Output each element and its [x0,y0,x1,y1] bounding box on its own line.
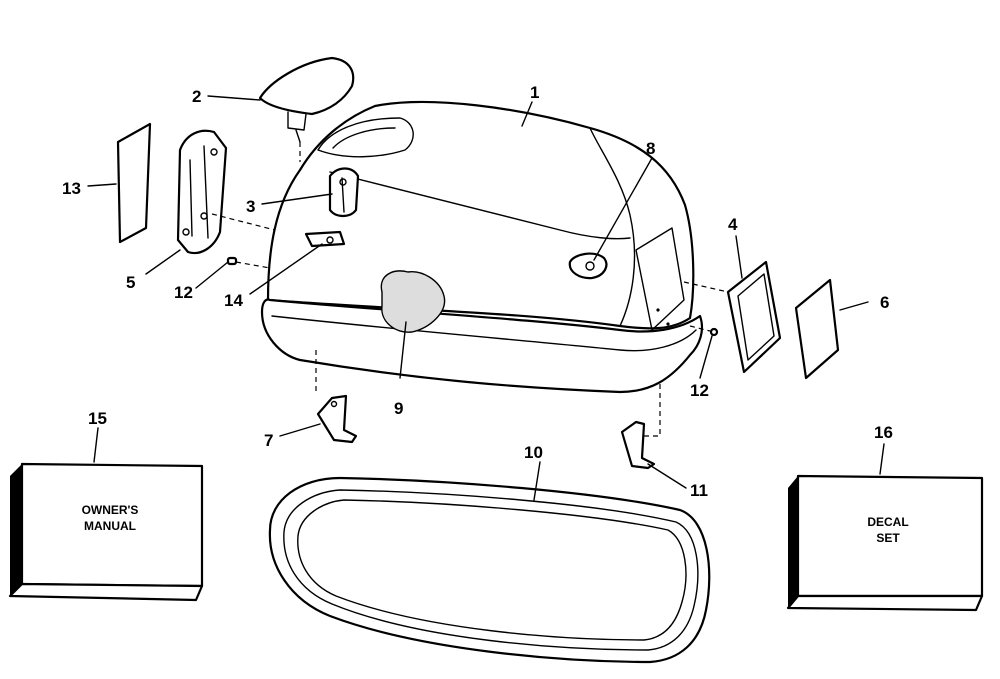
part-seal-ring [268,476,711,664]
callout-11: 11 [690,481,708,500]
callout-1: 1 [530,83,539,102]
part-side-bracket-left [176,129,276,255]
callout-13: 13 [62,179,81,198]
part-cap [258,56,355,162]
part-screw-right [689,325,719,337]
engine-cover [260,100,704,394]
part-front-bracket [315,350,358,444]
callout-6: 6 [880,293,889,312]
decal-label-line1: DECAL [867,515,908,529]
owners-manual-box: OWNER'S MANUAL [8,462,204,602]
leader-lines [87,95,885,501]
callout-15: 15 [88,409,107,428]
callout-5: 5 [126,273,135,292]
decal-set-box: DECAL SET [786,474,984,612]
part-panel-left [116,122,152,244]
part-screw-left [226,256,271,269]
callout-12-right: 12 [690,381,709,400]
manual-label-line1: OWNER'S [82,503,139,517]
callout-12-left: 12 [174,283,193,302]
callout-16: 16 [874,423,893,442]
part-rear-bracket [620,384,661,470]
callout-2: 2 [192,87,201,106]
decal-label-line2: SET [876,531,900,545]
callout-7: 7 [264,431,273,450]
callout-numbers: 1 2 3 8 4 13 5 12 14 9 6 12 7 10 11 15 1… [62,83,893,500]
callout-8: 8 [646,139,655,158]
part-panel-right [794,278,840,380]
callout-9: 9 [394,399,403,418]
callout-10: 10 [524,443,543,462]
callout-14: 14 [224,291,243,310]
manual-label-line2: MANUAL [84,519,136,533]
part-side-frame-right [683,260,782,374]
callout-3: 3 [246,197,255,216]
callout-4: 4 [728,215,738,234]
